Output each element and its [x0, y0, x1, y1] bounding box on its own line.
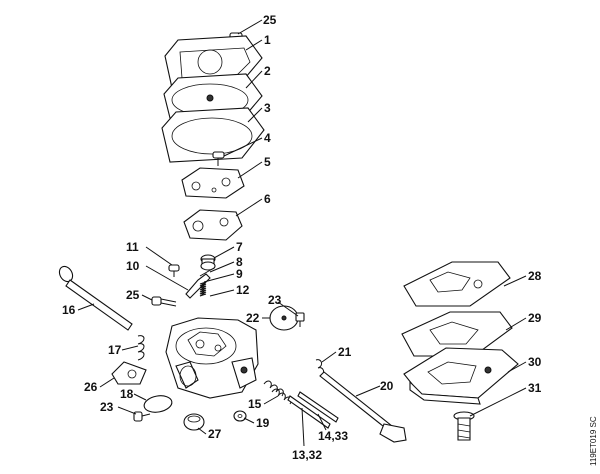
valve-plate-6	[183, 209, 243, 241]
label-14-33: 14,33	[318, 429, 348, 443]
label-23-lower: 23	[100, 400, 114, 414]
label-6: 6	[264, 192, 271, 206]
label-11: 11	[126, 240, 139, 254]
label-22: 22	[246, 311, 260, 325]
lever-8	[185, 267, 215, 299]
screw-11	[168, 264, 180, 277]
needles-13-14	[287, 391, 339, 429]
label-28: 28	[528, 269, 542, 283]
label-13-32: 13,32	[292, 448, 322, 462]
label-4: 4	[264, 131, 271, 145]
screw-25-lower	[151, 296, 177, 307]
label-19: 19	[256, 416, 270, 430]
label-7: 7	[236, 240, 243, 254]
plug-27	[183, 413, 205, 431]
choke-shaft-20	[319, 371, 407, 443]
label-27: 27	[208, 427, 222, 441]
label-20: 20	[380, 379, 394, 393]
leader-lines	[77, 19, 527, 447]
label-1: 1	[264, 33, 271, 47]
reference-code: 119ET019 SC	[589, 416, 598, 466]
throttle-shaft-16	[58, 265, 133, 331]
gasket-3	[161, 107, 265, 163]
label-29: 29	[528, 311, 542, 325]
label-21: 21	[338, 345, 352, 359]
label-5: 5	[264, 155, 271, 169]
label-2: 2	[264, 64, 271, 78]
label-25-lower: 25	[126, 288, 140, 302]
part-7	[200, 254, 216, 271]
screw-23-upper	[295, 312, 305, 327]
label-30: 30	[528, 355, 542, 369]
label-18: 18	[120, 387, 134, 401]
label-16: 16	[62, 303, 76, 317]
label-3: 3	[264, 101, 271, 115]
diaphragm-29	[401, 311, 513, 357]
spring-17	[137, 335, 145, 361]
label-31: 31	[528, 381, 542, 395]
label-12: 12	[236, 283, 250, 297]
label-26: 26	[84, 380, 98, 394]
plate-5	[181, 167, 245, 199]
part-26	[111, 361, 147, 385]
throttle-plate-18	[143, 395, 173, 413]
gasket-28	[403, 261, 511, 307]
pump-cover-30	[403, 347, 519, 405]
screw-31	[453, 411, 475, 441]
label-9: 9	[236, 267, 243, 281]
label-15: 15	[248, 397, 262, 411]
label-17: 17	[108, 343, 122, 357]
carburetor-body	[165, 317, 259, 399]
springs-15	[263, 380, 292, 405]
label-10: 10	[126, 259, 140, 273]
screw-23-lower	[133, 411, 151, 422]
spring-12	[199, 281, 207, 297]
label-25-top: 25	[263, 13, 277, 27]
part-labels: 25 1 2 3 4 5 6 11 7 10 8 9 25 12 16 23 2…	[62, 13, 542, 462]
plate-22	[269, 305, 299, 331]
label-23-upper: 23	[268, 293, 282, 307]
label-8: 8	[236, 255, 243, 269]
washer-19	[233, 410, 247, 422]
screw-4	[212, 151, 225, 166]
